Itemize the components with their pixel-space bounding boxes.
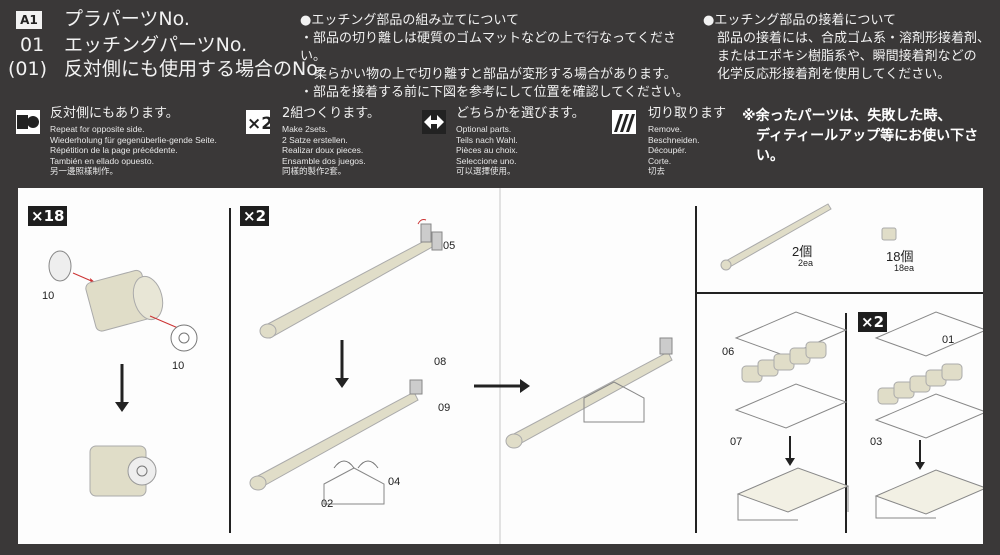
glue-notes: ●エッチング部品の接着について 部品の接着には、合成ゴム系・溶剤形接着剤、 また… [703, 12, 998, 84]
legend-etching-part: エッチングパーツNo. [64, 34, 248, 56]
glue-notes-line1: 部品の接着には、合成ゴム系・溶剤形接着剤、 [717, 31, 991, 46]
part-label-07: 07 [730, 436, 743, 448]
assembly-notes-line2: 柔らかい物の上で切り離すと部品が変形する場合があります。 [314, 67, 677, 82]
assembly-notes-line3: ・部品を接着する前に下図を参考にして位置を確認してください。 [300, 85, 689, 100]
symbol-opposite-desc: Repeat for opposite side.Wiederholung fü… [50, 124, 217, 176]
part-label-10-left: 10 [42, 290, 55, 302]
part-label-09: 09 [438, 402, 451, 414]
qty-rod-en: 2ea [798, 258, 814, 268]
glue-notes-line3: 化学反応形接着剤を使用してください。 [717, 67, 951, 82]
symbol-remove-desc: Remove.Beschneiden.Découpér.Corte.切去 [648, 124, 700, 176]
symbol-remove-title: 切り取ります [648, 106, 727, 121]
remove-icon [612, 110, 636, 134]
symbol-two-sets-title: 2組つくります。 [282, 106, 380, 121]
diagram-lines [48, 188, 983, 544]
legend-num-paren-01: (01) [8, 58, 48, 80]
legend-opposite-side: 反対側にも使用する場合のNo [64, 58, 318, 80]
part-label-05: 05 [443, 240, 456, 252]
part-label-08: 08 [434, 356, 447, 368]
part-label-06: 06 [722, 346, 735, 358]
legend-num-01: 01 [20, 34, 45, 56]
count-x2-badge-rack: ×2 [858, 312, 888, 332]
qty-rod: 2個 [792, 244, 813, 259]
make-two-icon: ×2 [246, 110, 273, 134]
qty-cylinder-en: 18ea [894, 263, 915, 273]
count-x2-badge-torpedo: ×2 [240, 206, 270, 226]
badge-a1: A1 [16, 11, 42, 29]
count-x18-badge: ×18 [28, 206, 68, 226]
glue-notes-line2: またはエポキシ樹脂系や、瞬間接着剤などの [717, 49, 977, 64]
symbol-two-sets-desc: Make 2sets.2 Satze erstellen.Realizar do… [282, 124, 366, 176]
glue-notes-title: ●エッチング部品の接着について [703, 13, 896, 28]
part-label-10-right: 10 [172, 360, 185, 372]
legend-plastic-part: プラパーツNo. [64, 8, 190, 30]
svg-text:×2: ×2 [247, 114, 270, 134]
spare-parts-note: ※余ったパーツは、失敗した時、 ディティールアップ等にお使い下さい。 [742, 108, 979, 164]
part-label-02: 02 [321, 498, 334, 510]
assembly-notes-line1: ・部品の切り離しは硬質のゴムマットなどの上で行なってください。 [300, 31, 676, 64]
assembly-notes: ●エッチング部品の組み立てについて ・部品の切り離しは硬質のゴムマットなどの上で… [300, 12, 700, 102]
assembly-notes-title: ●エッチング部品の組み立てについて [300, 13, 519, 28]
symbol-optional-desc: Optional parts.Teils nach Wahl.Pièces au… [456, 124, 518, 176]
part-label-04: 04 [388, 476, 401, 488]
opposite-side-icon [16, 110, 40, 134]
symbol-opposite-title: 反対側にもあります。 [50, 106, 179, 121]
optional-parts-icon [422, 110, 446, 134]
part-label-03: 03 [870, 436, 883, 448]
symbol-optional-title: どちらかを選びます。 [456, 106, 585, 121]
qty-cylinder: 18個 [886, 249, 914, 264]
part-label-01: 01 [942, 334, 955, 346]
assembly-diagram-panel: ×18 ×2 ×2 10 10 05 08 09 04 02 2個 2ea 18… [18, 188, 983, 544]
